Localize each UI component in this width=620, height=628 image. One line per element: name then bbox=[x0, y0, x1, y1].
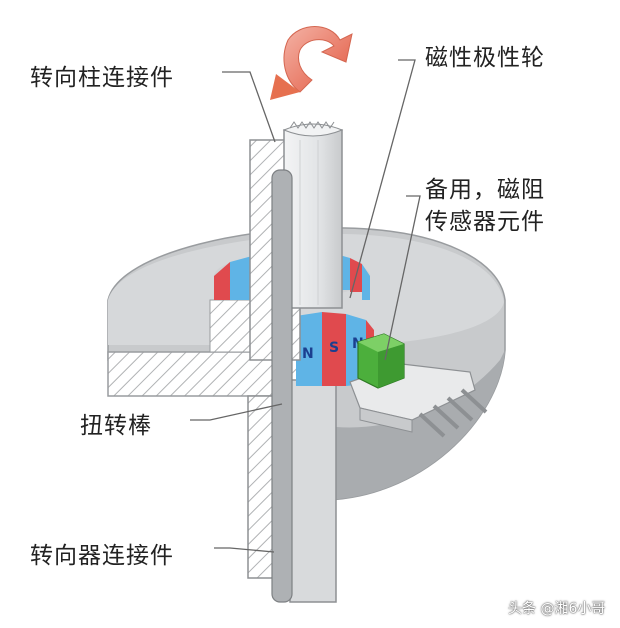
pole-south-label: S bbox=[329, 340, 339, 356]
backup-sensor-element bbox=[349, 333, 488, 438]
pole-north-label: N bbox=[302, 346, 314, 362]
torsion-bar bbox=[271, 169, 293, 603]
label-backup-sensor-line1: 备用，磁阻 bbox=[425, 177, 545, 203]
rotation-arrow bbox=[270, 26, 353, 100]
leader-lines bbox=[190, 59, 421, 553]
label-magnetic-pole-wheel: 磁性极性轮 bbox=[425, 45, 545, 71]
label-steering-column-connector: 转向柱连接件 bbox=[30, 65, 174, 91]
label-backup-sensor-line2: 传感器元件 bbox=[425, 209, 545, 235]
watermark: 头条 @湘6小哥 bbox=[508, 601, 606, 617]
label-steering-gear-connector: 转向器连接件 bbox=[30, 543, 174, 569]
label-torsion-bar: 扭转棒 bbox=[80, 413, 152, 439]
